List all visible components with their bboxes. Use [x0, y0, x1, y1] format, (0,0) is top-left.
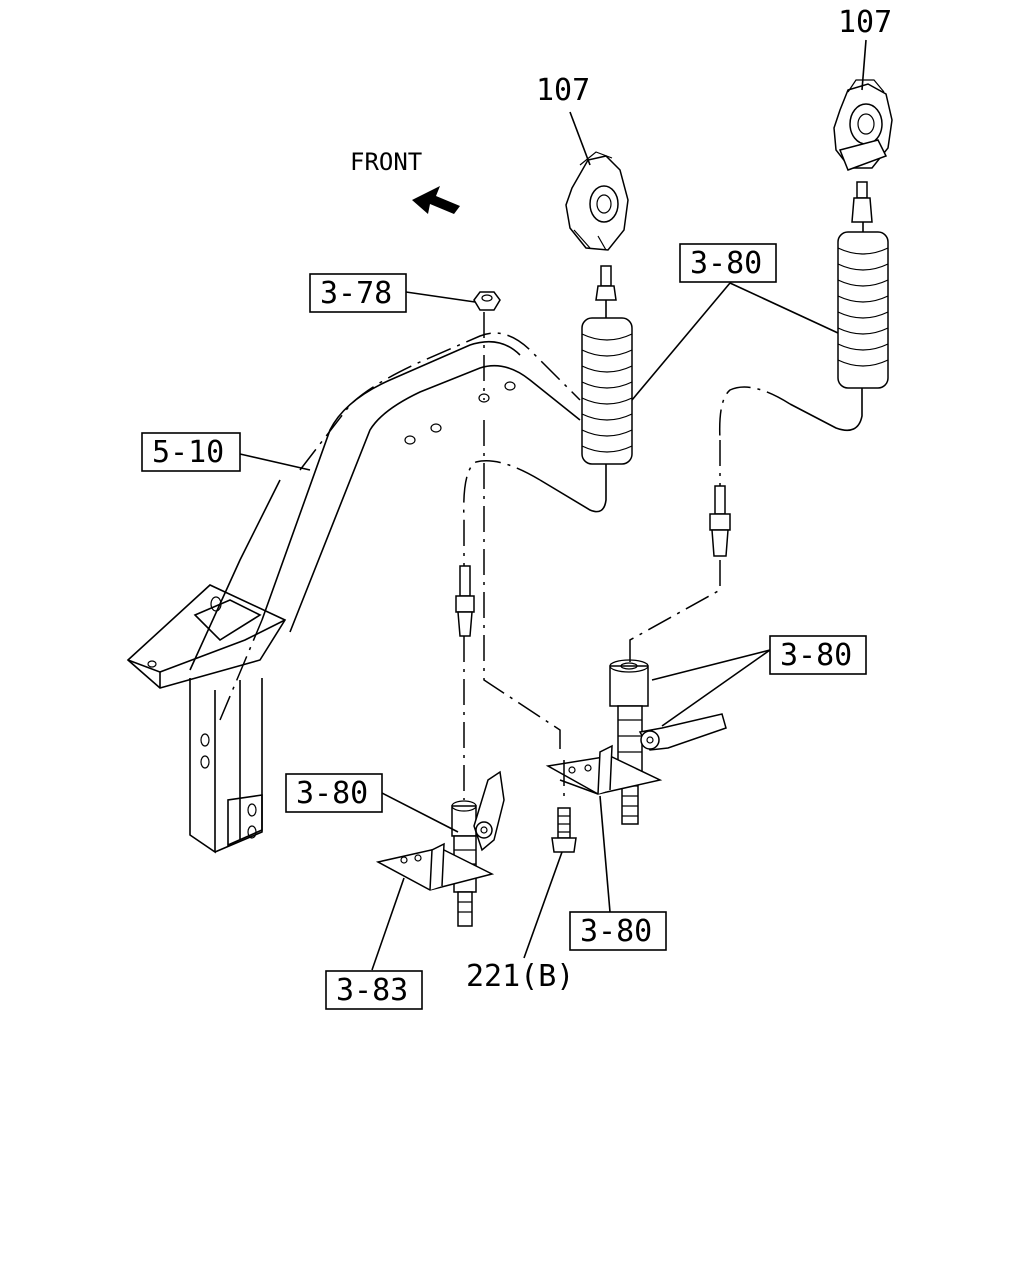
callout-3-80-valve-left-text: 3-80: [296, 776, 368, 811]
valve-right: [609, 659, 727, 825]
front-label: FRONT: [350, 148, 422, 176]
callout-3-80-valve-left: 3-80: [285, 773, 383, 813]
bolt-part: [551, 760, 577, 853]
front-arrow-icon: [412, 186, 460, 214]
frame-member: [126, 332, 581, 854]
callout-107-left: 107: [536, 73, 590, 108]
coil-hose-right: [629, 222, 889, 665]
callout-221b: 221(B): [466, 959, 574, 994]
bracket-left: [375, 842, 495, 891]
bracket-right: [483, 420, 663, 795]
callout-3-80-coil: 3-80: [679, 243, 777, 283]
callout-3-80-valve-right-text: 3-80: [780, 638, 852, 673]
coil-hose-left: [455, 300, 633, 800]
callout-5-10-text: 5-10: [152, 435, 224, 470]
callout-3-80-coil-text: 3-80: [690, 246, 762, 281]
coupling-head-right: [833, 79, 893, 223]
front-direction-indicator: FRONT: [350, 148, 460, 214]
callout-3-78-text: 3-78: [320, 276, 392, 311]
callout-107-right: 107: [838, 5, 892, 40]
callout-3-78: 3-78: [309, 273, 407, 313]
callout-3-83: 3-83: [325, 970, 423, 1010]
coupling-head-left: [565, 151, 629, 301]
callout-5-10: 5-10: [141, 432, 241, 472]
nut-part: [473, 291, 501, 400]
callout-107-right-text: 107: [838, 5, 892, 40]
valve-left: [451, 770, 505, 927]
callout-3-80-bracket: 3-80: [569, 911, 667, 951]
callout-3-83-text: 3-83: [336, 973, 408, 1008]
callout-3-80-valve-right: 3-80: [769, 635, 867, 675]
callout-221b-text: 221(B): [466, 959, 574, 994]
callout-3-80-bracket-text: 3-80: [580, 914, 652, 949]
leader-lines: [239, 39, 867, 971]
callout-107-left-text: 107: [536, 73, 590, 108]
